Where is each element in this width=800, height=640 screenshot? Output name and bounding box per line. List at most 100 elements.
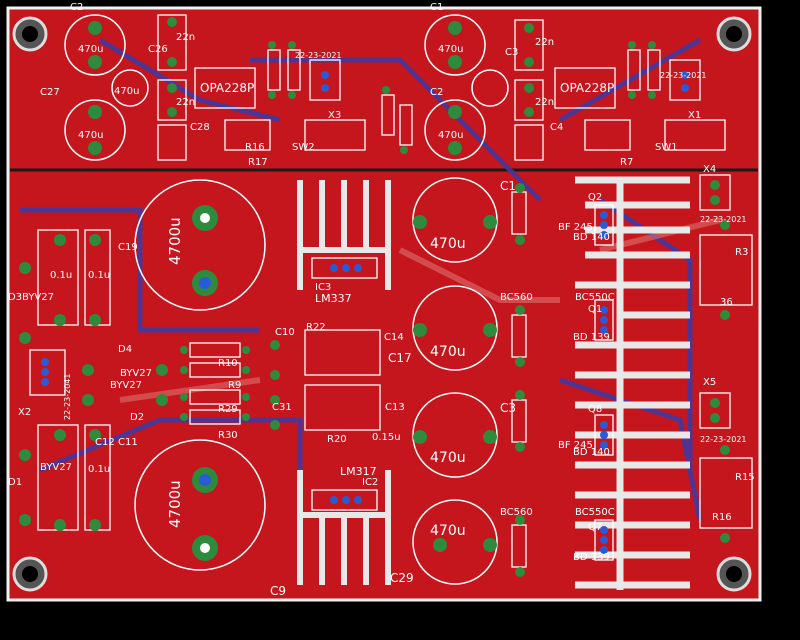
label-r3: R3 [735,247,748,258]
label-470u-8: 470u [430,450,466,466]
label-22n-c: 22n [535,37,554,48]
label-r10: R10 [218,358,238,369]
label-0.1u-b: 0.1u [88,464,110,475]
heatsink-lm317 [297,470,391,585]
label-ic2: IC2 [362,477,378,488]
label-r9: R9 [228,380,241,391]
label-c4: C4 [550,122,563,133]
label-0.1u-a: 0.1u [88,270,110,281]
label-q1: Q1 [588,304,602,315]
label-c10: C10 [275,327,295,338]
label-c1-mid: C1 [500,179,516,193]
label-x1: X1 [688,110,701,121]
label-22n-a: 22n [176,32,195,43]
label-c3: C3 [505,47,518,58]
label-0.15u: 0.15u [372,432,401,443]
label-date-3: 22-23-2021 [700,215,747,224]
label-c13: C13 [385,402,405,413]
label-22n-d: 22n [535,97,554,108]
label-lm337: LM337 [315,292,352,305]
label-c17: C17 [388,351,412,365]
label-bf245-b: BF 245 [558,440,593,451]
label-c3-mid: C3 [500,401,516,415]
label-opa-1: OPA228P [200,81,254,95]
label-470u-2: 470u [438,44,463,55]
silkscreen-labels: C2 C1 C26 C27 C28 C3 C2 C4 22n 22n 22n 2… [8,2,755,598]
label-bf245-a: BF 245 [558,222,593,233]
label-date-2: 22-23-2021 [660,71,707,80]
label-4700u-bot: 4700u [166,480,184,528]
label-bd140-a: BD 140 [573,232,610,243]
via-holes [41,71,689,554]
label-c28: C28 [190,122,210,133]
heatsink-lm337 [297,180,391,290]
label-r17: R17 [248,157,268,168]
label-470u-3: 470u [78,130,103,141]
label-c1-top: C1 [430,2,443,13]
label-r16-right: R16 [712,512,732,523]
label-470u-9: 470u [430,523,466,539]
label-byv-c: BYV27 [110,380,142,391]
label-470u-1: 470u [78,44,103,55]
label-byv-b: BYV27 [40,462,72,473]
label-sw1: SW1 [655,142,678,153]
label-r16: R16 [245,142,265,153]
label-date-1: 22-23-2021 [295,51,342,60]
label-r22: R22 [306,322,326,333]
label-c26: C26 [148,44,168,55]
label-ic3: IC3 [315,282,331,293]
label-c2-mid: C2 [430,87,443,98]
label-bc560-a: BC560 [500,292,533,303]
label-36: 36 [720,297,733,308]
label-r7: R7 [620,157,633,168]
label-c19: C19 [118,242,138,253]
label-x3: X3 [328,110,341,121]
label-c29: C29 [390,571,414,585]
label-c31: C31 [272,402,292,413]
label-0.1u-c: 0.1u [50,270,72,281]
label-bd139-a: BD 139 [573,332,610,343]
label-r15: R15 [735,472,755,483]
label-r30: R30 [218,430,238,441]
heatsink-output [575,176,690,590]
label-c9: C9 [270,584,286,598]
mounting-holes [12,16,752,592]
large-capacitors [64,14,509,585]
label-q8: Q8 [588,404,602,415]
label-date-4: 22-23-2021 [700,435,747,444]
label-bc550c-b: BC550C [575,507,615,518]
label-q7: Q7 [588,522,602,533]
label-bd139-b: BD 139 [573,552,610,563]
label-x2: X2 [18,407,31,418]
label-470u-5: 470u [114,86,139,97]
label-22n-b: 22n [176,97,195,108]
label-byv-d: BYV27 [120,368,152,379]
label-d2: D2 [130,412,144,423]
label-r29: R29 [218,404,238,415]
label-c27: C27 [40,87,60,98]
label-470u-4: 470u [438,130,463,141]
label-4700u-top: 4700u [166,217,184,265]
large-cap-pads [88,21,497,561]
label-x4: X4 [703,164,716,175]
label-bc550c-a: BC550C [575,292,615,303]
label-c14: C14 [384,332,404,343]
label-lm317: LM317 [340,465,377,478]
label-d1: D1 [8,477,22,488]
label-bd140-b: BD 140 [573,447,610,458]
label-c2-top: C2 [70,2,83,13]
small-pads [19,17,730,577]
label-470u-7: 470u [430,344,466,360]
label-x5: X5 [703,377,716,388]
board-outline [6,6,762,602]
label-date-5: 22-23-2041 [63,374,72,421]
label-sw2: SW2 [292,142,315,153]
label-c11: C11 [118,437,138,448]
label-bc560-b: BC560 [500,507,533,518]
label-opa-2: OPA228P [560,81,614,95]
label-d3: D3 [8,292,22,303]
label-c12: C12 [95,437,115,448]
label-q2: Q2 [588,192,602,203]
